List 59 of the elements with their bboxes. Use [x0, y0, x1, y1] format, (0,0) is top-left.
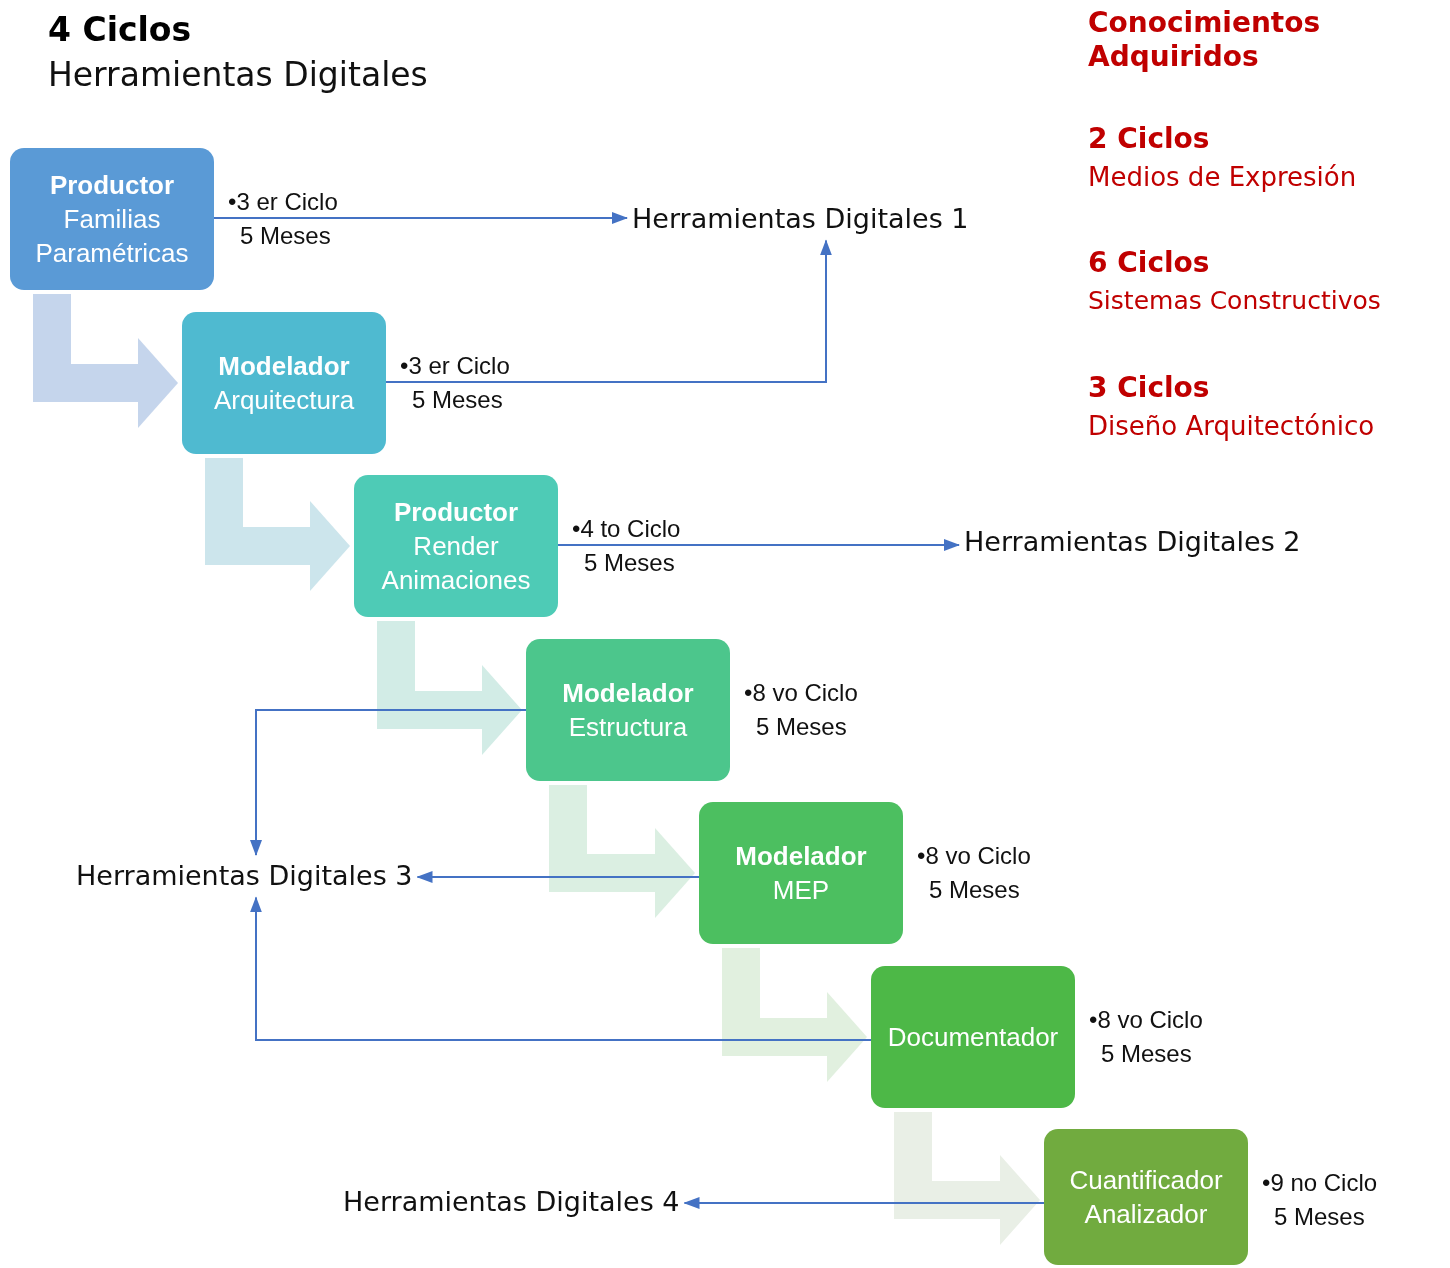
process-box: [10, 148, 214, 290]
knowledge-text: Sistemas Constructivos: [1088, 286, 1381, 316]
box-text: Documentador: [887, 1020, 1059, 1054]
arrow: [385, 239, 832, 383]
process-box: [526, 639, 730, 781]
cycle-note: 5 Meses: [412, 386, 503, 414]
cycle-note: •3 er Ciclo: [228, 188, 338, 216]
box-text: Render Animaciones: [380, 529, 532, 598]
cycle-note: •4 to Ciclo: [572, 515, 681, 543]
process-box: [871, 966, 1075, 1108]
knowledge-text: Diseño Arquitectónico: [1088, 411, 1375, 443]
knowledge-text: Medios de Expresión: [1088, 162, 1357, 194]
knowledge-heading: 6 Ciclos: [1088, 246, 1210, 280]
box-heading: Modelador: [735, 839, 867, 873]
cycle-note: 5 Meses: [1101, 1040, 1192, 1068]
box-text: Familias Paramétricas: [34, 202, 190, 271]
box-heading: Productor: [49, 168, 175, 202]
cycle-note: 5 Meses: [756, 713, 847, 741]
box-heading: Modelador: [218, 349, 350, 383]
flow-arrow: [377, 621, 522, 755]
arrow: [683, 1197, 1045, 1209]
box-text: Cuantificador Analizador: [1068, 1163, 1224, 1231]
arrow: [250, 709, 527, 856]
cycle-note: •9 no Ciclo: [1262, 1169, 1378, 1197]
knowledge-heading: 2 Ciclos: [1088, 122, 1210, 156]
destination-label: Herramientas Digitales 3: [76, 860, 413, 893]
diagram-title: 4 Ciclos: [48, 10, 192, 49]
arrow: [416, 871, 700, 883]
box-text: Arquitectura: [213, 384, 355, 417]
destination-label: Herramientas Digitales 4: [343, 1186, 680, 1219]
cycle-note: •3 er Ciclo: [400, 352, 510, 380]
cycle-note: •8 vo Ciclo: [744, 679, 858, 707]
arrow: [213, 212, 628, 224]
cycle-note: •8 vo Ciclo: [917, 842, 1031, 870]
cycle-note: •8 vo Ciclo: [1089, 1006, 1203, 1034]
process-box: [699, 802, 903, 944]
knowledge-heading: Conocimientos Adquiridos: [1088, 6, 1322, 74]
box-heading: Modelador: [562, 676, 694, 710]
flow-arrow: [894, 1112, 1040, 1245]
arrow: [557, 539, 960, 551]
cycle-note: 5 Meses: [240, 222, 331, 250]
flow-arrow: [205, 458, 350, 591]
process-box: [1044, 1129, 1248, 1265]
knowledge-heading: 3 Ciclos: [1088, 371, 1210, 405]
box-text: Estructura: [568, 711, 688, 744]
process-box: [354, 475, 558, 617]
cycle-note: 5 Meses: [1274, 1203, 1365, 1231]
cycle-note: 5 Meses: [584, 549, 675, 577]
flow-arrow: [722, 948, 867, 1082]
arrow: [250, 896, 872, 1041]
process-box: [182, 312, 386, 454]
box-heading: Productor: [393, 495, 519, 529]
destination-label: Herramientas Digitales 2: [964, 526, 1301, 559]
flow-arrow: [33, 294, 178, 428]
diagram-subtitle: Herramientas Digitales: [48, 55, 428, 95]
cycle-note: 5 Meses: [929, 876, 1020, 904]
box-text: MEP: [772, 874, 830, 907]
destination-label: Herramientas Digitales 1: [632, 203, 969, 236]
flow-arrow: [549, 785, 695, 918]
